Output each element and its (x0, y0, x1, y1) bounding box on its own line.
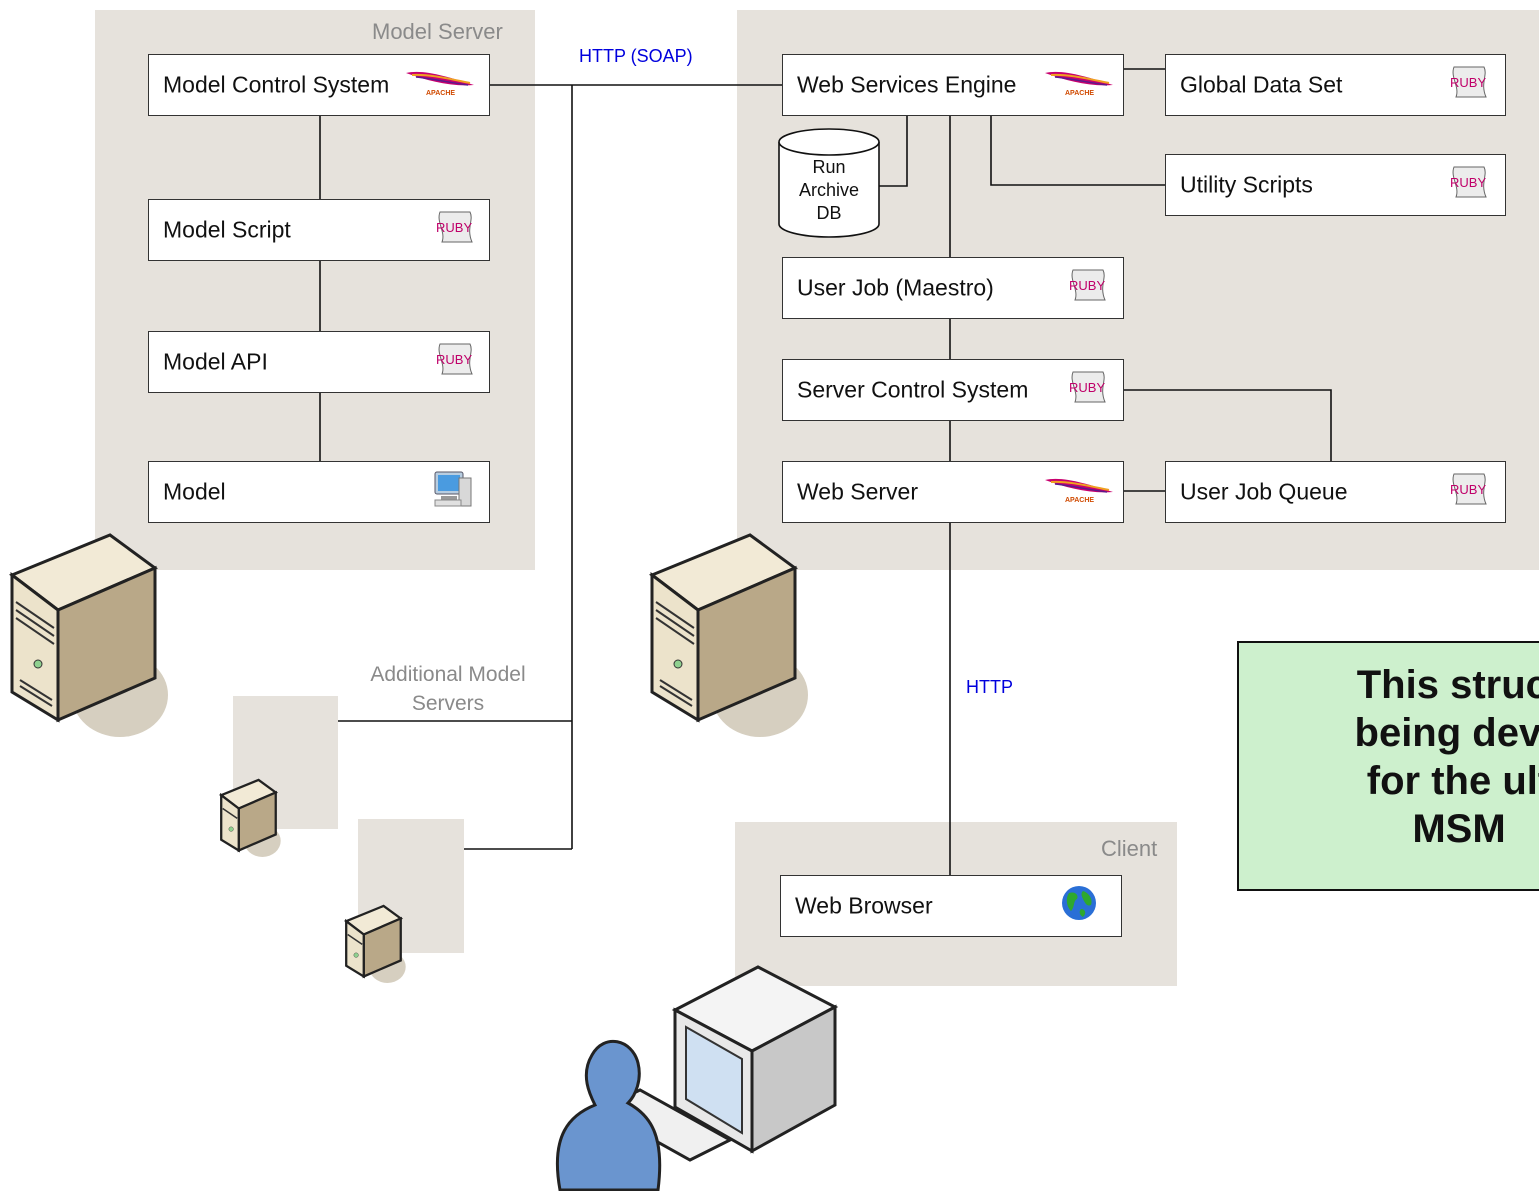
additional-model-servers-label: Additional Model Servers (370, 663, 526, 715)
ruby-icon-text: RUBY (436, 220, 472, 235)
ruby-icon-text: RUBY (1069, 278, 1105, 293)
ruby-script-icon: RUBY (434, 342, 478, 382)
user-job-maestro-label: User Job (Maestro) (797, 274, 994, 301)
user-job-maestro-box: User Job (Maestro) RUBY (782, 257, 1124, 319)
ruby-script-icon: RUBY (434, 210, 478, 250)
db-label-line1: Run (812, 157, 846, 177)
apache-icon-text: APACHE (426, 90, 455, 97)
model-box: Model (148, 461, 490, 523)
desktop-computer-icon (429, 468, 475, 516)
ruby-icon-text: RUBY (1450, 482, 1486, 497)
callout-line-3: for the ult (1366, 759, 1539, 803)
apache-feather-icon: APACHE (1043, 474, 1117, 510)
apache-icon-text: APACHE (1065, 497, 1094, 504)
web-browser-label: Web Browser (795, 892, 933, 919)
web-browser-box: Web Browser (780, 875, 1122, 937)
additional-server-tower-icon (218, 778, 281, 857)
globe-icon (1061, 885, 1097, 927)
ruby-script-icon: RUBY (1448, 472, 1492, 512)
model-server-tower-icon (9, 533, 168, 737)
db-label-line2: Archive (798, 180, 860, 200)
client-workstation-icon (555, 965, 839, 1191)
global-data-set-label: Global Data Set (1180, 71, 1343, 98)
web-server-label: Web Server (797, 478, 919, 505)
ruby-icon-text: RUBY (436, 352, 472, 367)
callout-line-2: being deve (1354, 711, 1539, 755)
client-label: Client (1101, 836, 1158, 861)
ruby-script-icon: RUBY (1067, 370, 1111, 410)
model-api-box: Model API RUBY (148, 331, 490, 393)
web-server-tower-icon (649, 533, 808, 737)
web-server-box: Web Server APACHE (782, 461, 1124, 523)
apache-feather-icon: APACHE (1043, 67, 1117, 103)
model-script-box: Model Script RUBY (148, 199, 490, 261)
ruby-icon-text: RUBY (1450, 175, 1486, 190)
run-archive-db: Run Archive DB (778, 128, 880, 240)
ruby-icon-text: RUBY (1450, 75, 1486, 90)
global-data-set-box: Global Data Set RUBY (1165, 54, 1506, 116)
model-api-label: Model API (163, 348, 268, 375)
apache-icon-text: APACHE (1065, 90, 1094, 97)
database-icon (778, 128, 880, 238)
additional-server-tower-icon (343, 904, 406, 983)
info-callout: This struct being deve for the ult MSM (1237, 641, 1539, 891)
callout-line-4: MSM (1412, 807, 1506, 851)
user-job-queue-box: User Job Queue RUBY (1165, 461, 1506, 523)
soap-protocol-label: HTTP (SOAP) (579, 46, 693, 66)
model-control-system-box: Model Control System APACHE (148, 54, 490, 116)
user-job-queue-label: User Job Queue (1180, 478, 1348, 505)
server-control-system-label: Server Control System (797, 376, 1029, 403)
ruby-script-icon: RUBY (1448, 65, 1492, 105)
utility-scripts-label: Utility Scripts (1180, 171, 1313, 198)
server-control-system-box: Server Control System RUBY (782, 359, 1124, 421)
apache-feather-icon: APACHE (404, 67, 478, 103)
model-control-system-label: Model Control System (163, 71, 390, 98)
web-services-engine-box: Web Services Engine APACHE (782, 54, 1124, 116)
model-label: Model (163, 478, 226, 505)
ruby-icon-text: RUBY (1069, 380, 1105, 395)
db-label-line3: DB (816, 203, 842, 223)
ruby-script-icon: RUBY (1067, 268, 1111, 308)
http-protocol-label: HTTP (966, 677, 1013, 697)
web-services-engine-label: Web Services Engine (797, 71, 1017, 98)
ruby-script-icon: RUBY (1448, 165, 1492, 205)
callout-line-1: This struct (1356, 663, 1539, 707)
utility-scripts-box: Utility Scripts RUBY (1165, 154, 1506, 216)
model-script-label: Model Script (163, 216, 291, 243)
model-server-label: Model Server (372, 19, 503, 44)
